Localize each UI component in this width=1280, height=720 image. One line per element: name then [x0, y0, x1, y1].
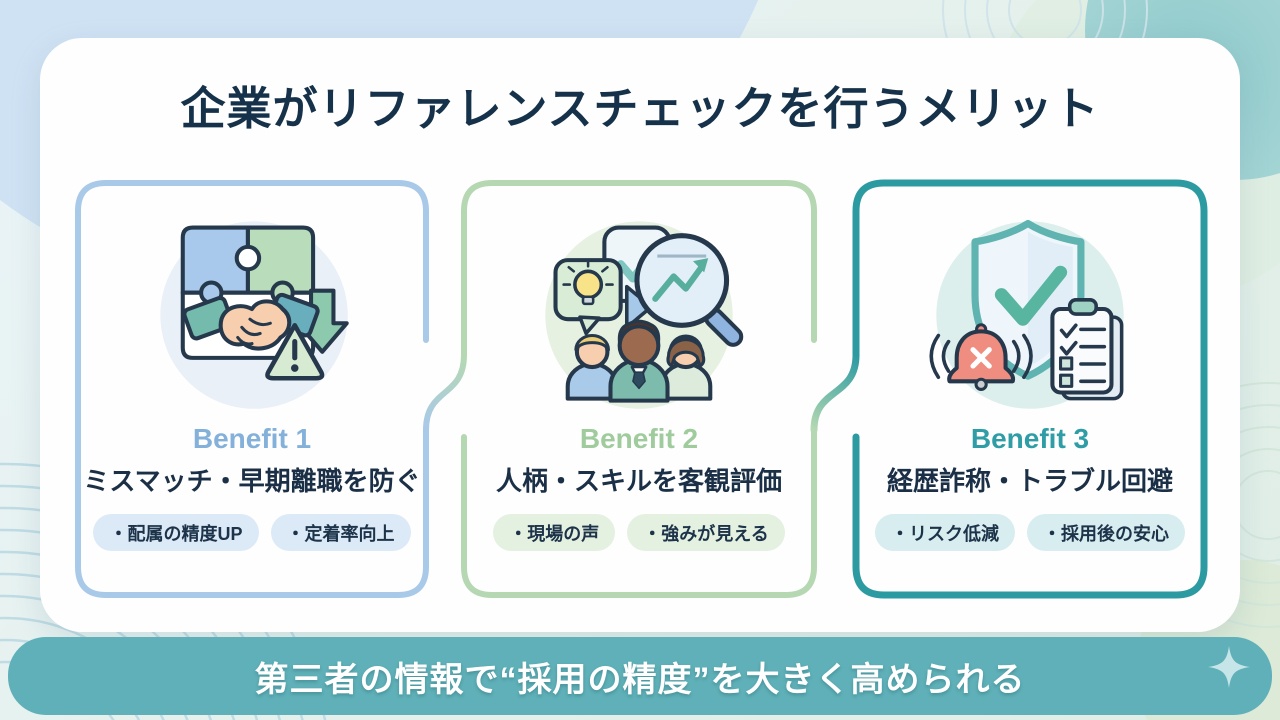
benefit-card-2: Benefit 2 人柄・スキルを客観評価 ・現場の声 ・強みが見える	[464, 183, 814, 595]
benefit-2-heading: 人柄・スキルを客観評価	[495, 466, 782, 496]
shield-check-alert-checklist-icon	[918, 193, 1142, 425]
benefit-1-tag-2: ・定着率向上	[270, 514, 411, 551]
people-feedback-search-icon	[527, 193, 751, 425]
benefit-3-heading: 経歴詐称・トラブル回避	[886, 466, 1173, 496]
benefit-1-heading: ミスマッチ・早期離職を防ぐ	[83, 466, 421, 496]
footer-banner: 第三者の情報で“採用の精度”を大きく高められる	[8, 637, 1272, 715]
sparkle-icon	[1208, 646, 1250, 688]
benefit-2-tag-1: ・現場の声	[493, 514, 616, 551]
benefit-3-tag-1: ・リスク低減	[875, 514, 1015, 551]
footer-message: 第三者の情報で“採用の精度”を大きく高められる	[254, 660, 1026, 699]
benefit-3-tag-2: ・採用後の安心	[1027, 514, 1185, 551]
benefit-2-tag-2: ・強みが見える	[627, 514, 785, 551]
benefit-1-tag-1: ・配属の精度UP	[93, 514, 259, 551]
benefit-card-3: Benefit 3 経歴詐称・トラブル回避 ・リスク低減 ・採用後の安心	[856, 183, 1204, 595]
benefit-card-1: Benefit 1 ミスマッチ・早期離職を防ぐ ・配属の精度UP ・定着率向上	[78, 183, 426, 595]
benefit-2-label: Benefit 2	[579, 423, 699, 454]
benefit-1-label: Benefit 1	[192, 423, 312, 454]
page-title: 企業がリファレンスチェックを行うメリット	[180, 83, 1100, 134]
benefit-3-label: Benefit 3	[970, 423, 1090, 454]
puzzle-handshake-icon	[140, 193, 364, 425]
